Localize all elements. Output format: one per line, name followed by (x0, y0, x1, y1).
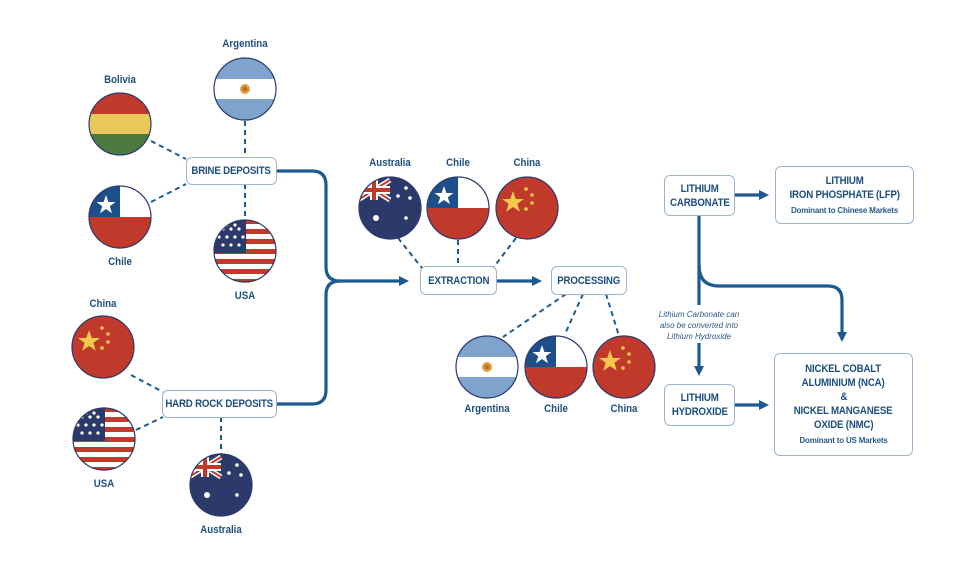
label-hard-usa: USA (93, 478, 115, 490)
label-hard-australia: Australia (200, 524, 242, 536)
node-lfp-subtitle: Dominant to Chinese Markets (790, 205, 899, 215)
label-proc-argentina: Argentina (464, 403, 510, 415)
node-lfp: LITHIUM IRON PHOSPHATE (LFP) Dominant to… (775, 166, 914, 224)
node-nca-line2: ALUMINIUM (NCA) (802, 377, 885, 389)
node-nca-line4: NICKEL MANGANESE (794, 405, 893, 417)
flag-australia-icon (189, 453, 253, 517)
node-lithium-hydroxide: LITHIUM HYDROXIDE (664, 384, 735, 426)
flag-china-icon (592, 335, 656, 399)
connector-processing-chile (564, 293, 584, 335)
flag-argentina-icon (455, 335, 519, 399)
node-lfp-line1: LITHIUM (825, 174, 864, 187)
node-brine-label: BRINE DEPOSITS (191, 165, 272, 177)
node-hard-rock-deposits: HARD ROCK DEPOSITS (162, 390, 277, 418)
node-hydroxide-line2: HYDROXIDE (671, 406, 728, 418)
label-brine-usa: USA (234, 290, 256, 302)
note-line2: also be converted into (659, 321, 739, 330)
flag-chile-icon (88, 185, 152, 249)
label-ext-chile: Chile (446, 157, 470, 169)
node-processing-label: PROCESSING (557, 274, 621, 287)
note-line1: Lithium Carbonate can (658, 310, 740, 319)
flag-usa-icon (213, 219, 277, 284)
note-line3: Lithium Hydroxide (666, 332, 732, 341)
connector-chile-brine (150, 183, 187, 203)
node-carbonate-line1: LITHIUM (680, 182, 719, 195)
node-nca-subtitle: Dominant to US Markets (799, 436, 888, 445)
label-proc-china: China (610, 403, 638, 415)
label-proc-chile: Chile (544, 403, 568, 415)
node-brine-deposits: BRINE DEPOSITS (186, 157, 277, 185)
flag-chile-icon (524, 335, 588, 399)
connector-australia-extraction (397, 237, 423, 269)
label-ext-australia: Australia (369, 157, 411, 169)
node-nca-line1: NICKEL COBALT (805, 363, 882, 375)
node-lithium-carbonate: LITHIUM CARBONATE (664, 175, 735, 216)
label-ext-china: China (513, 157, 541, 169)
connector-bolivia-brine (150, 140, 187, 160)
flag-china-icon (71, 315, 135, 379)
connector-usa-hardrock (135, 416, 164, 431)
flag-usa-icon (72, 407, 136, 472)
node-hardrock-label: HARD ROCK DEPOSITS (165, 398, 274, 410)
conversion-note: Lithium Carbonate can also be converted … (651, 309, 747, 342)
node-extraction-label: EXTRACTION (427, 274, 490, 287)
node-nca-line5: OXIDE (NMC) (813, 419, 874, 431)
node-carbonate-line2: CARBONATE (669, 196, 730, 209)
label-brine-chile: Chile (108, 256, 132, 268)
connector-china-extraction (492, 237, 517, 269)
node-lfp-line2: IRON PHOSPHATE (LFP) (789, 188, 900, 201)
label-hard-china: China (89, 298, 117, 310)
flow-carbonate-to-nca (697, 264, 847, 342)
flag-bolivia-icon (88, 92, 152, 156)
label-brine-argentina: Argentina (222, 38, 268, 50)
connector-processing-china (605, 293, 620, 337)
node-nca-line3: & (840, 391, 847, 403)
flag-chile-icon (426, 176, 490, 240)
node-hydroxide-line1: LITHIUM (680, 392, 719, 404)
flow-hardrock-to-extraction (277, 279, 341, 406)
connector-china-hardrock (130, 374, 164, 393)
connector-processing-argentina (502, 293, 567, 338)
node-extraction: EXTRACTION (420, 266, 497, 295)
flag-china-icon (495, 176, 559, 240)
label-brine-bolivia: Bolivia (104, 74, 136, 86)
node-processing: PROCESSING (551, 266, 627, 295)
node-nca-nmc: NICKEL COBALT ALUMINIUM (NCA) & NICKEL M… (774, 353, 913, 456)
flag-australia-icon (358, 176, 422, 240)
flag-argentina-icon (213, 57, 277, 121)
